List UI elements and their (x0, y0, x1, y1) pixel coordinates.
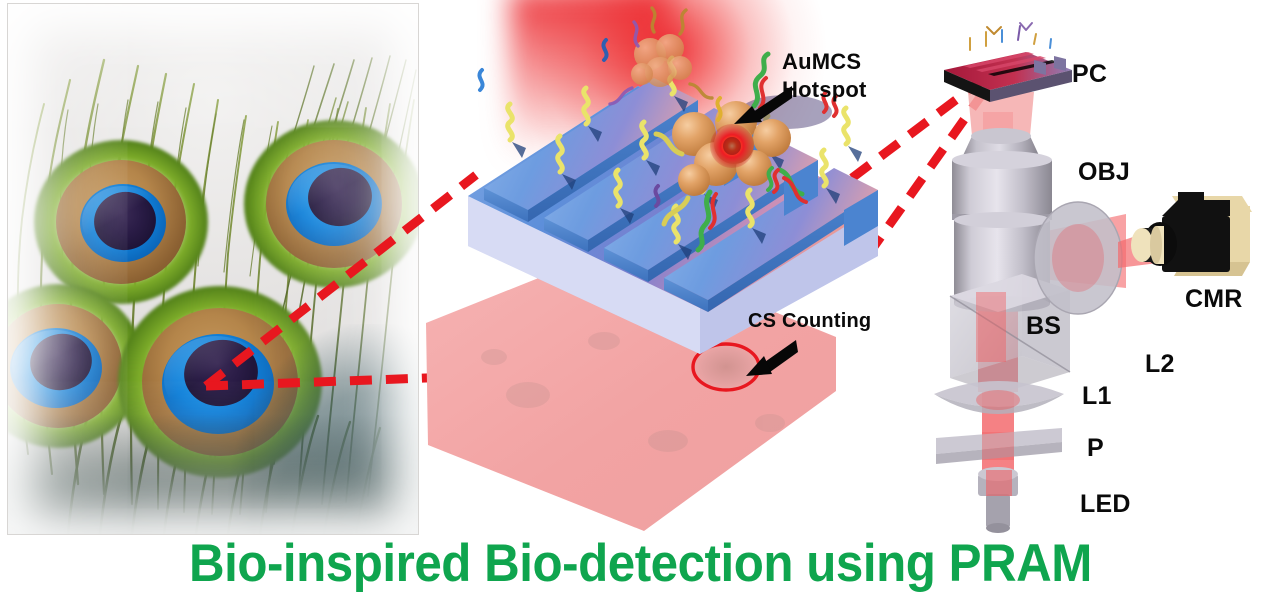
feather-eyespot (8, 284, 144, 448)
cs-counting-arrow (746, 340, 798, 376)
label-obj: OBJ (1078, 158, 1131, 186)
aumcs-hotspot-label: AuMCS Hotspot (782, 48, 867, 104)
aumcs-hotspot-arrow (734, 86, 792, 124)
feather-base-shadow (8, 414, 418, 534)
label-led: LED (1080, 490, 1131, 518)
peacock-feather-panel (8, 4, 418, 534)
label-bs: BS (1026, 312, 1062, 340)
aumcs-hotspot-label-line2: Hotspot (782, 77, 867, 102)
label-l2: L2 (1145, 350, 1175, 378)
feather-eyespot (34, 140, 208, 304)
label-p: P (1087, 434, 1104, 462)
label-pc: PC (1072, 60, 1108, 88)
p-polarizer (936, 428, 1062, 464)
label-l1: L1 (1082, 382, 1112, 410)
l1-lens (934, 381, 1064, 414)
sensor-schematic-panel: AuMCS Hotspot CS Counting (418, 0, 918, 540)
aumcs-hotspot-label-line1: AuMCS (782, 49, 862, 74)
optical-train-artwork (934, 22, 1252, 533)
led-source (978, 467, 1018, 533)
floating-aumcs (631, 34, 692, 87)
l2-lens (1033, 201, 1123, 315)
optical-setup-panel: PC OBJ CMR BS L2 L1 P LED (930, 0, 1280, 540)
cmr-camera (1118, 192, 1252, 276)
feather-eyespot (244, 120, 418, 288)
figure-title: Bio-inspired Bio-detection using PRAM (0, 530, 1280, 596)
cs-counting-label: CS Counting (748, 310, 872, 332)
label-cmr: CMR (1185, 285, 1243, 313)
pc-photonic-crystal (944, 22, 1072, 136)
figure-title-text: Bio-inspired Bio-detection using PRAM (188, 533, 1092, 593)
